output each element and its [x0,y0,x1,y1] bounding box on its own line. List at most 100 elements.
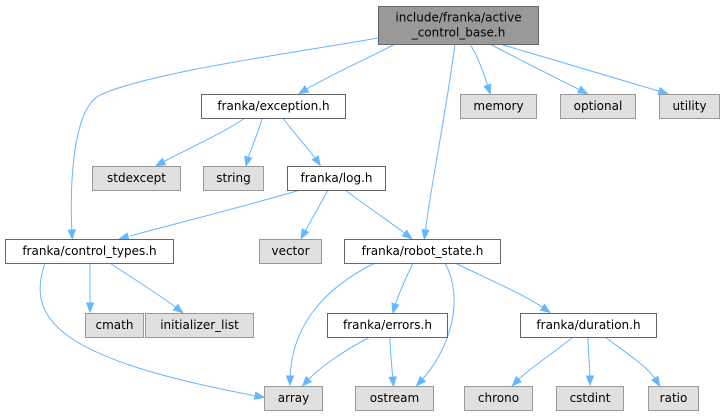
edge-log-to-robot_state [344,189,413,240]
node-duration[interactable]: franka/duration.h [520,313,657,338]
edge-robot_state-to-errors [391,262,414,315]
node-root[interactable]: include/franka/active_control_base.h [378,6,539,45]
edge-line [604,336,657,381]
edge-line [307,336,371,381]
edge-control_types-to-initializer_list [109,262,184,314]
node-label: array [278,391,309,405]
node-memory: memory [460,94,537,119]
edge-errors-to-array [301,336,371,387]
edge-line [489,43,583,92]
node-utility: utility [659,94,720,119]
node-box [259,239,322,264]
edge-control_types-to-cmath [85,263,95,314]
edge-line [282,117,319,163]
edge-line [393,262,414,310]
node-box [659,94,720,119]
node-box [560,94,636,119]
node-label: memory [473,99,523,113]
edge-line [424,43,456,235]
edge-robot_state-to-array [285,262,376,387]
node-chrono: chrono [464,386,533,411]
node-label: franka/control_types.h [22,244,156,258]
edge-robot_state-to-duration [454,262,552,314]
edge-root-to-memory [469,43,492,96]
node-box [203,166,264,191]
edge-arrowhead [118,232,130,241]
edge-arrowhead [154,157,167,167]
nodes-layer: include/franka/active_control_base.hfran… [5,6,720,411]
edge-log-to-control_types [118,189,301,241]
edge-root-to-robot_state [421,43,456,241]
edge-duration-to-ratio [604,336,661,388]
node-box [201,94,346,119]
edge-line [454,262,546,310]
node-box [327,313,448,338]
node-log[interactable]: franka/log.h [287,166,386,191]
edge-arrowhead [651,375,661,388]
edge-control_types-to-array [39,262,266,400]
node-box [145,313,254,338]
edge-root-to-optional [489,43,589,95]
edge-arrowhead [483,83,492,96]
node-box [355,386,434,411]
node-box [264,386,323,411]
edge-line [344,189,408,236]
edge-root-to-control_types [67,37,379,241]
edge-arrowhead [311,155,321,167]
node-label: franka/robot_state.h [362,244,484,258]
node-label: franka/errors.h [343,318,432,332]
node-robot-state[interactable]: franka/robot_state.h [344,239,501,264]
edge-line [517,336,574,381]
edge-arrowhead [511,375,523,387]
node-label: franka/duration.h [536,318,640,332]
edge-root-to-utility [499,43,670,95]
node-vector: vector [259,239,322,264]
edges-layer [39,37,670,400]
node-exception[interactable]: franka/exception.h [201,94,346,119]
node-label: franka/exception.h [217,99,329,113]
node-label: ratio [660,391,688,405]
edge-arrowhead [301,376,313,387]
node-ratio: ratio [648,386,699,411]
edge-arrowhead [297,85,310,95]
edge-arrowhead [67,229,76,241]
edge-arrowhead [657,86,670,95]
node-label: cmath [96,318,134,332]
node-box [556,386,624,411]
edge-arrowhead [401,229,413,240]
node-optional: optional [560,94,636,119]
edge-arrowhead [391,302,400,315]
node-box [85,313,144,338]
edge-line [499,43,663,93]
edge-exception-to-log [282,117,321,167]
node-label: initializer_list [160,318,239,332]
node-box [648,386,699,411]
node-box [287,166,386,191]
edge-log-to-vector [300,189,329,240]
edge-line [304,43,396,91]
node-box [520,313,657,338]
edge-line [246,117,263,163]
edge-arrowhead [539,303,552,314]
edge-arrowhead [244,155,253,168]
edge-line [39,262,263,398]
edge-arrowhead [285,375,295,387]
edge-line [302,189,329,236]
node-array: array [264,386,323,411]
node-box [464,386,533,411]
node-label: ostream [370,391,419,405]
node-box [344,239,501,264]
edge-exception-to-stdexcept [154,117,246,167]
node-label: stdexcept [107,171,166,185]
edge-duration-to-chrono [511,336,574,387]
node-box [5,239,174,264]
edge-line [70,37,379,235]
edge-arrowhead [388,376,397,388]
edge-line [129,189,301,237]
node-errors[interactable]: franka/errors.h [327,313,448,338]
node-label: vector [271,244,309,258]
node-control-types[interactable]: franka/control_types.h [5,239,174,264]
edge-line [162,117,246,163]
node-label: utility [672,99,706,113]
